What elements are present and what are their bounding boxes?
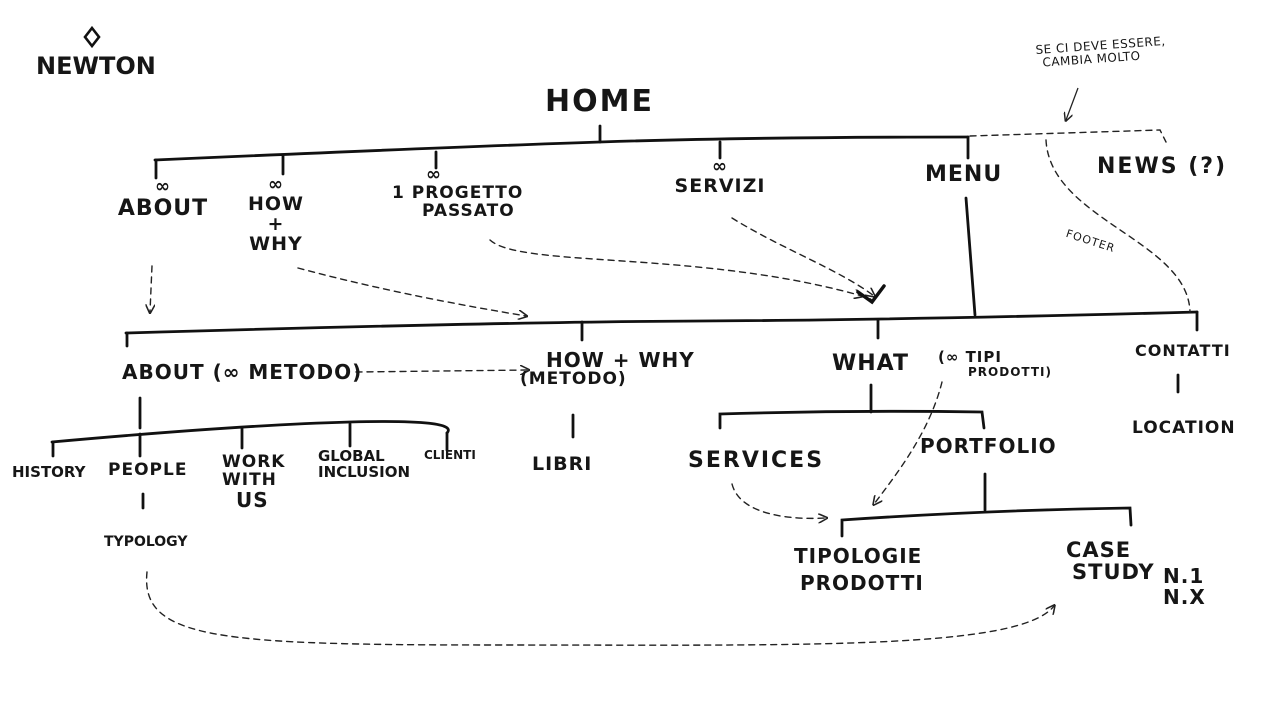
global-line2: INCLUSION (318, 462, 411, 481)
portfolio-child-case-study: CASE STUDY (1062, 539, 1155, 583)
level1-progetto-node: ∞ 1 PROGETTO PASSATO (392, 164, 524, 221)
level1-servizi-node: ∞ SERVIZI (674, 156, 766, 197)
work-line1: WORK (222, 452, 286, 472)
level2-how-line1: HOW + WHY (546, 348, 695, 372)
what-children-bar (718, 409, 986, 430)
what-note-line1: (∞ TIPI (938, 348, 1002, 366)
level1-news-node: NEWS (?) (1097, 154, 1228, 179)
servizi-to-what-dashed-arrow (731, 217, 874, 296)
level1-about-label: ABOUT (117, 195, 209, 221)
tipologie-line2: PRODOTTI (800, 571, 924, 595)
infinity-icon: ∞ (267, 174, 284, 195)
level2-how-line2: (METODO) (520, 369, 627, 389)
about-down-dashed-arrow (150, 265, 152, 312)
level2-about-node: ABOUT (∞ METODO) (122, 360, 363, 384)
level1-about-node: ∞ ABOUT (117, 176, 209, 221)
level1-how-why-node: ∞ HOW + WHY (247, 174, 305, 255)
logo-diamond-icon (83, 25, 101, 49)
level2-contatti-node: CONTATTI (1135, 341, 1231, 360)
menu-news-dashed-link (969, 129, 1167, 143)
level2-what-note: (∞ TIPI PRODOTTI) (938, 348, 1052, 379)
case-n1: N.1 (1163, 564, 1205, 588)
infinity-icon: ∞ (426, 164, 442, 185)
level2-what-node: WHAT (832, 351, 910, 376)
about-child-work-with-us: WORK WITH US (222, 452, 286, 512)
level1-progetto-line1: 1 PROGETTO (392, 182, 524, 203)
arrowhead-scribble-icon (856, 284, 886, 305)
infinity-icon: ∞ (711, 156, 728, 177)
about-child-people: PEOPLE (108, 460, 188, 480)
about-child-history: HISTORY (12, 463, 86, 481)
note-arrow (1066, 87, 1079, 120)
home-bar (153, 135, 970, 162)
contatti-child-location: LOCATION (1132, 418, 1236, 438)
level1-how-line3: WHY (249, 232, 303, 255)
how-child-libri: LIBRI (532, 453, 593, 475)
global-line1: GLOBAL (318, 447, 385, 465)
work-line2: WITH (222, 469, 277, 490)
case-line2: STUDY (1072, 560, 1155, 585)
people-child-typology: TYPOLOGY (104, 534, 188, 550)
work-line3: US (236, 487, 269, 512)
portfolio-children-bar (840, 506, 1133, 538)
level2-how-why-node: HOW + WHY (METODO) (520, 350, 695, 389)
case-line1: CASE (1066, 538, 1132, 562)
about-child-clienti: CLIENTI (424, 448, 476, 462)
level2-bar (124, 310, 1199, 335)
menu-stem (964, 196, 977, 317)
what-note-line2: PRODOTTI) (968, 364, 1052, 379)
how-to-how-dashed-arrow (297, 267, 526, 316)
level1-progetto-line2: PASSATO (422, 200, 515, 221)
tipologie-line1: TIPOLOGIE (794, 544, 923, 568)
logo: NEWTON (36, 52, 156, 80)
what-child-portfolio: PORTFOLIO (920, 434, 1057, 458)
case-nx: N.X (1163, 585, 1206, 609)
level1-servizi-label: SERVIZI (674, 174, 766, 197)
services-to-tipologie-dashed-arrow (731, 483, 826, 518)
progetto-to-what-dashed-arrow (489, 239, 862, 296)
about-children-bar (50, 420, 450, 444)
level1-how-line2: + (267, 212, 285, 235)
what-child-services: SERVICES (688, 448, 825, 473)
case-study-numbers: N.1 N.X (1163, 566, 1206, 608)
level1-how-line1: HOW (247, 192, 305, 215)
about-child-global-inclusion: GLOBAL INCLUSION (318, 447, 411, 481)
typology-to-case-study-dashed-arrow (145, 571, 1054, 646)
portfolio-child-tipologie-prodotti: TIPOLOGIE PRODOTTI (794, 546, 924, 594)
what-note-to-tipologie-dashed-arrow (874, 381, 943, 504)
infinity-icon: ∞ (155, 176, 171, 197)
level1-menu-node: MENU (925, 162, 1003, 187)
about-to-how-dashed-arrow (355, 370, 528, 372)
home-node: HOME (545, 84, 654, 119)
